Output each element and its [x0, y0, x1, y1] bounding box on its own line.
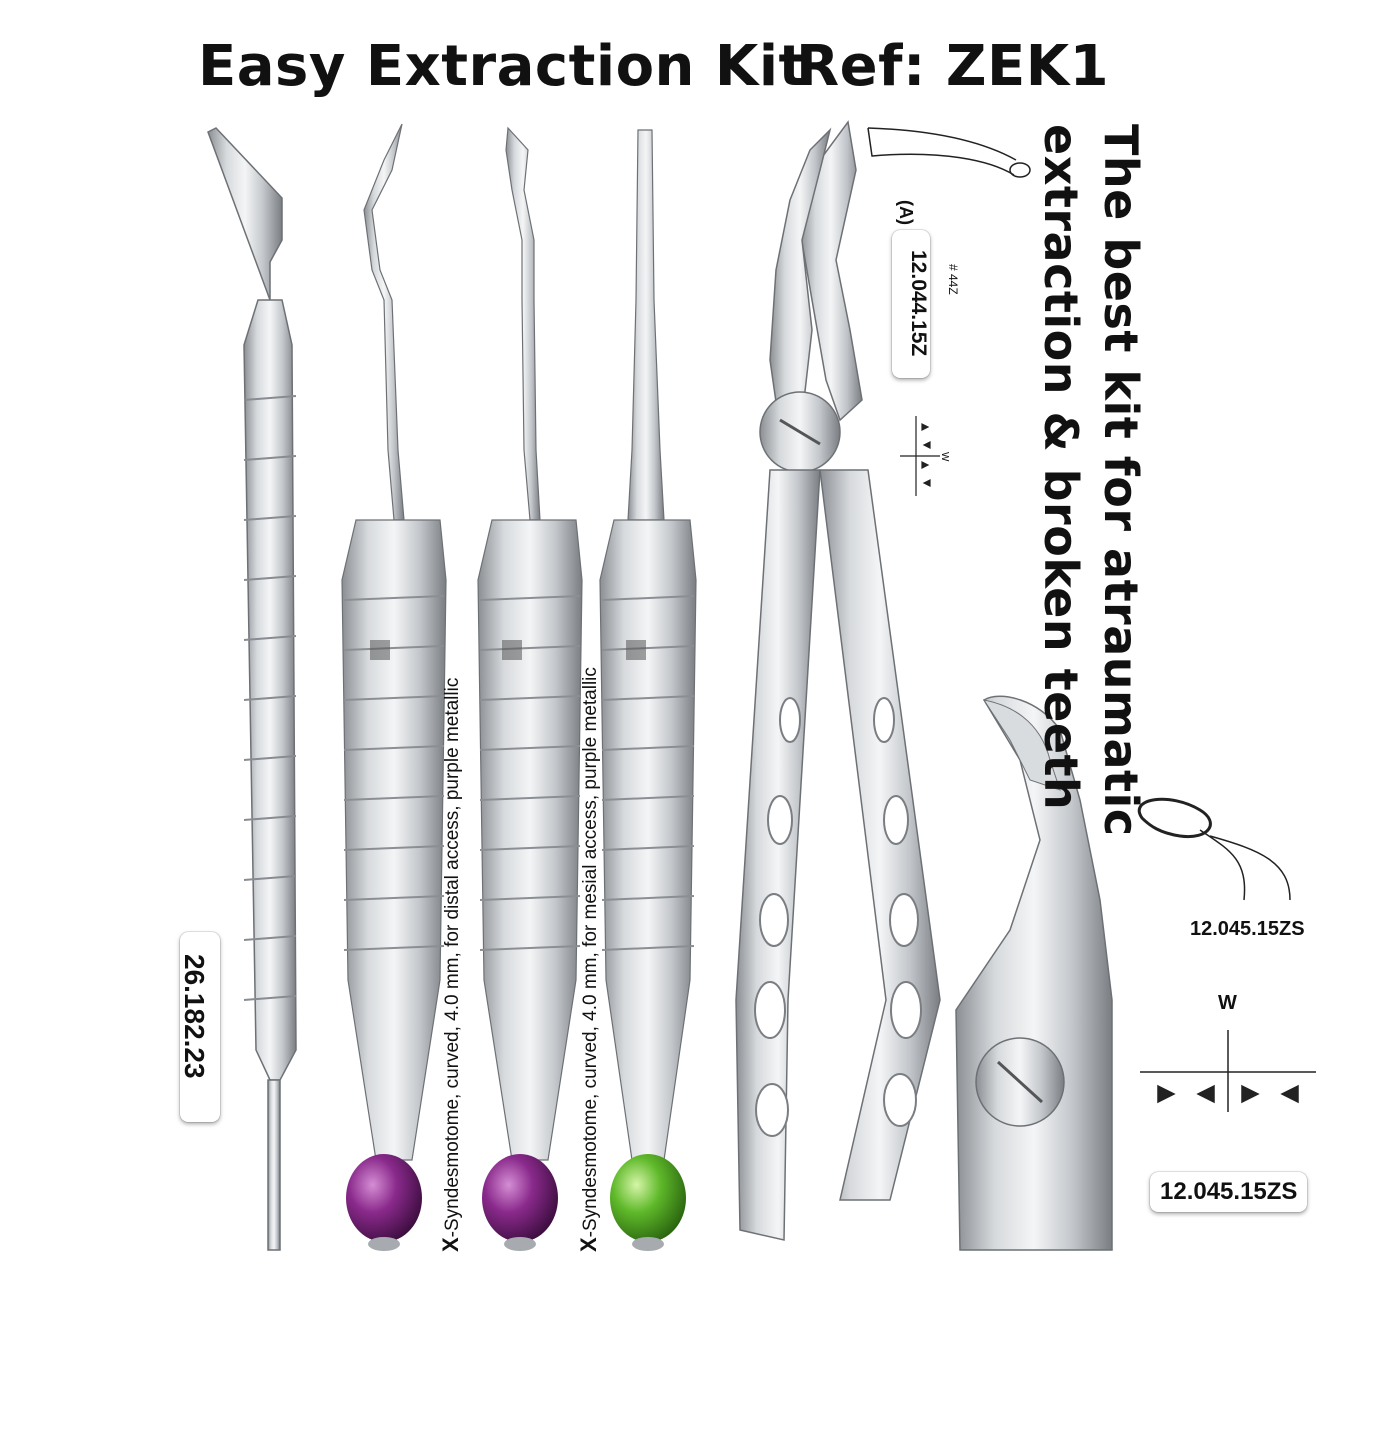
forceps-z-code: 12.044.15Z [907, 250, 930, 357]
syndesmotome-distal-text: -Syndesmotome, curved, 4.0 mm, for dista… [442, 677, 463, 1238]
syndesmotome-mesial-instrument [477, 126, 583, 1251]
forceps-zs-code-top: 12.045.15ZS [1190, 918, 1305, 940]
forceps-z-variant: (A) [896, 200, 916, 225]
forceps-z-instrument [735, 120, 941, 1241]
x-brand-mark: X [438, 1237, 463, 1252]
forceps-zs-width-diagram [1140, 1030, 1316, 1112]
ref-title: Ref: ZEK1 [796, 34, 1110, 99]
forceps-z-w-label: W [939, 452, 950, 462]
forceps-z-width-diagram [900, 416, 940, 496]
x-brand-mark: X [576, 1237, 601, 1252]
tagline-line-1: The best kit for atraumatic [1094, 124, 1148, 837]
forceps-zs-w-label: W [1218, 992, 1237, 1014]
syndesmotome-distal-instrument [341, 123, 447, 1251]
forceps-zs-loop-diagram [1138, 797, 1291, 901]
syndesmotome-mesial-label: X-Syndesmotome, curved, 4.0 mm, for mesi… [576, 667, 602, 1252]
forceps-z-code-badge: 12.044.15Z [892, 230, 930, 378]
tagline-line-2: extraction & broken teeth [1034, 124, 1088, 811]
forceps-z-number: # 44Z [946, 264, 960, 295]
kit-title: Easy Extraction Kit [198, 34, 806, 99]
forceps-zs-instrument [955, 695, 1113, 1251]
straight-elevator-instrument [599, 129, 697, 1251]
probe-code-badge: 26.182.23 [179, 932, 220, 1122]
forceps-z-tip-diagram [867, 127, 1031, 178]
syndesmotome-distal-label: X-Syndesmotome, curved, 4.0 mm, for dist… [438, 678, 464, 1252]
probe-instrument [207, 127, 297, 1251]
forceps-zs-code-badge: 12.045.15ZS [1150, 1172, 1308, 1212]
syndesmotome-mesial-text: -Syndesmotome, curved, 4.0 mm, for mesia… [580, 667, 601, 1238]
probe-code: 26.182.23 [179, 954, 210, 1079]
